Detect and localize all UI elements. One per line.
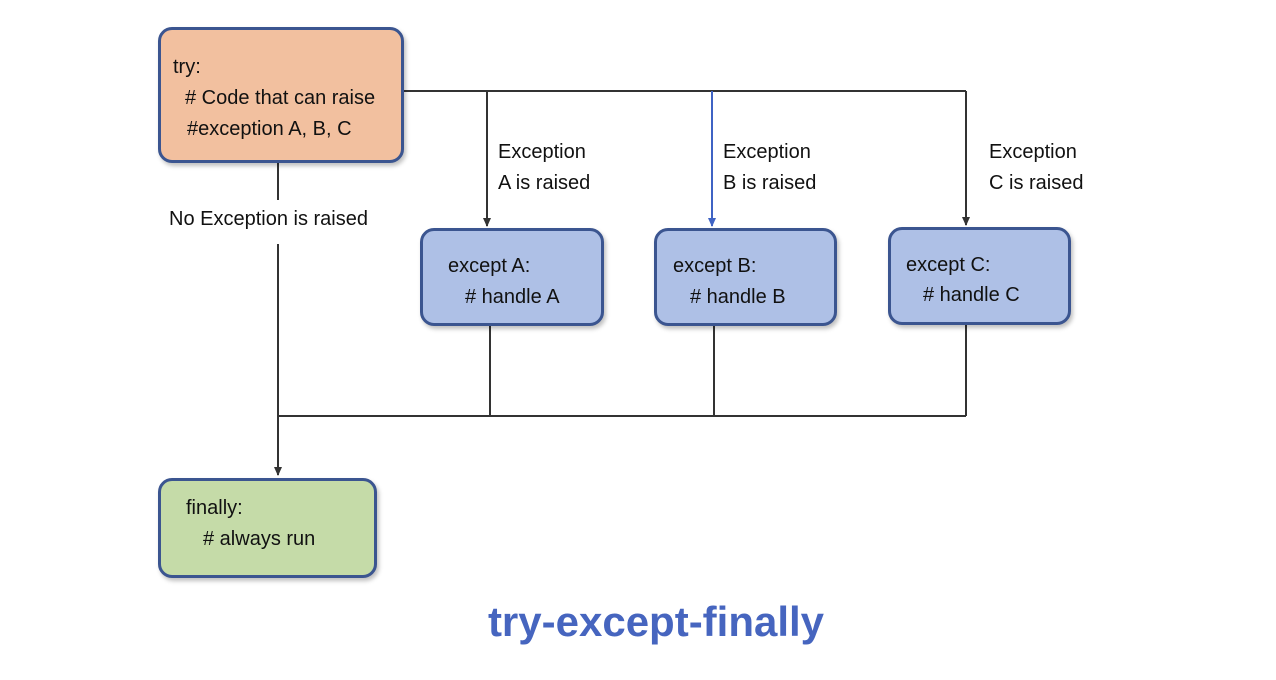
try-block: try: # Code that can raise #exception A,…	[158, 27, 404, 163]
except-c-block: except C: # handle C	[888, 227, 1071, 325]
try-keyword: try:	[173, 56, 201, 78]
exception-c-label-line2: C is raised	[989, 172, 1084, 194]
diagram-title: try-except-finally	[487, 598, 825, 645]
finally-keyword: finally:	[186, 497, 243, 519]
exception-b-label-line2: B is raised	[723, 172, 817, 194]
exception-b-label-line1: Exception	[723, 141, 811, 163]
try-comment-line1: # Code that can raise	[185, 87, 376, 109]
exception-a-label-line1: Exception	[498, 141, 586, 163]
exception-c-label-line1: Exception	[989, 141, 1077, 163]
except-a-block: except A: # handle A	[420, 228, 604, 326]
finally-block: finally: # always run	[158, 478, 377, 578]
finally-comment: # always run	[203, 528, 316, 550]
except-c-keyword: except C:	[906, 254, 991, 276]
except-a-comment: # handle A	[465, 286, 560, 308]
except-b-comment: # handle B	[690, 286, 786, 308]
except-b-keyword: except B:	[673, 255, 757, 277]
exception-a-label-line2: A is raised	[498, 172, 591, 194]
no-exception-label: No Exception is raised	[169, 208, 368, 230]
try-comment-line2: #exception A, B, C	[187, 118, 352, 140]
except-a-keyword: except A:	[448, 255, 531, 277]
except-b-block: except B: # handle B	[654, 228, 837, 326]
except-c-comment: # handle C	[923, 284, 1020, 306]
